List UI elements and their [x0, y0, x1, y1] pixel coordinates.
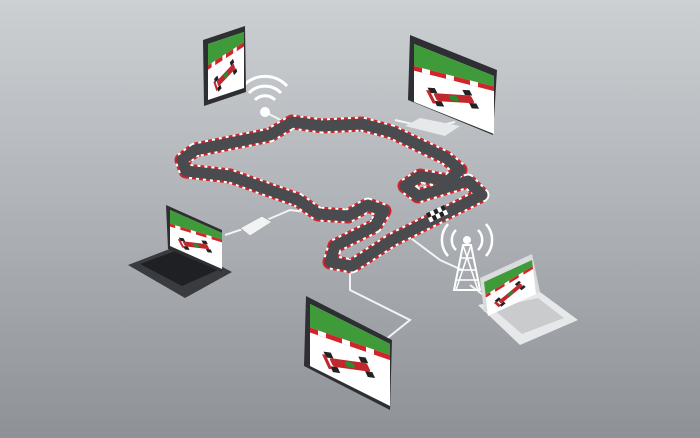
tablet-icon [203, 26, 246, 106]
wifi-icon [241, 74, 289, 117]
race-track-icon [174, 114, 490, 274]
network-plug-icon [239, 215, 273, 237]
radio-tower-icon [440, 223, 494, 291]
monitor-icon [405, 35, 497, 136]
tv-icon [304, 296, 392, 410]
finish-line-icon [425, 205, 449, 223]
laptop-icon [478, 254, 578, 345]
laptop-icon [128, 205, 232, 298]
